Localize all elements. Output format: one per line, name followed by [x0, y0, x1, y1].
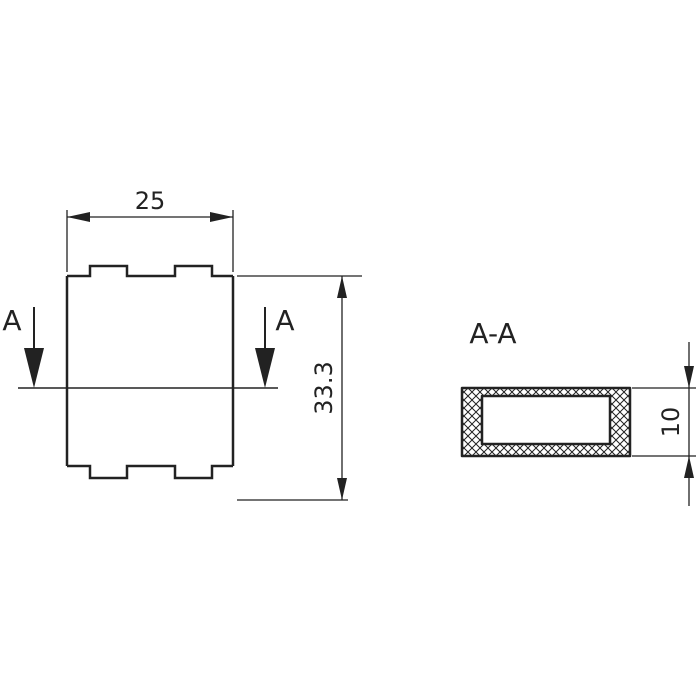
- width-dimension: [66, 210, 234, 272]
- section-view-label: A-A: [469, 317, 516, 350]
- part-outline: [65, 264, 235, 480]
- section-height-dimension: [632, 342, 696, 506]
- section-profile: [460, 386, 632, 458]
- cut-arrow-left: [24, 307, 44, 388]
- section-height-dimension-value: 10: [657, 407, 685, 438]
- height-dimension: [237, 275, 362, 501]
- cut-marker-left-label: A: [2, 304, 21, 337]
- cut-marker-right-label: A: [275, 304, 294, 337]
- cut-arrow-right: [255, 307, 275, 388]
- width-dimension-value: 25: [135, 187, 166, 215]
- height-dimension-value: 33.3: [310, 361, 338, 414]
